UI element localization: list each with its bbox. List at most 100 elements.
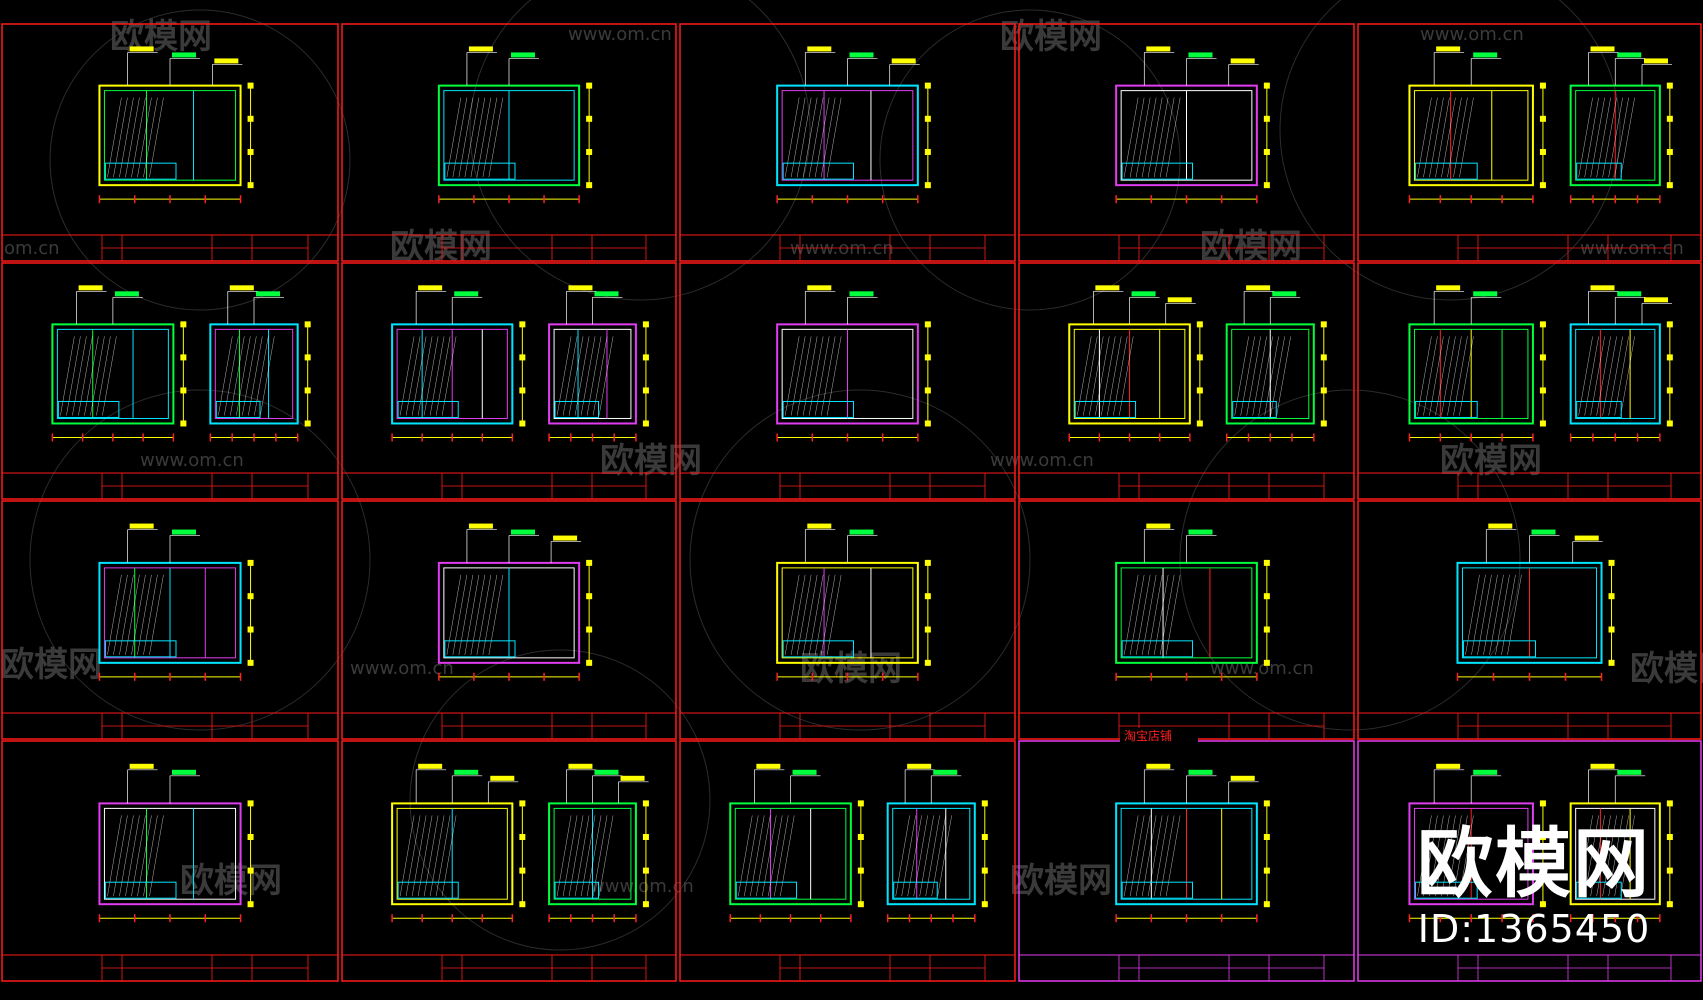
sheet-frame [1018,23,1355,262]
hatch-line [762,815,777,897]
brand-logo: 欧模网 [1417,819,1651,908]
hatch-line [1276,336,1291,416]
sheet-frame [341,23,677,262]
dimension-marker [642,354,649,361]
hatch-line [417,815,433,897]
dimension-marker [1263,626,1270,633]
hatch-line [1447,336,1462,416]
dimension-marker [1263,901,1270,908]
hatch-line [1129,97,1145,178]
annotation-label-bar [78,285,103,291]
elevation-view [437,523,593,681]
hatch-line [482,574,498,655]
dimension-marker [857,800,864,807]
sheet-frame [1,500,339,740]
sheet-frame [341,740,677,982]
hatch-line [784,574,800,655]
hatch-line [446,97,462,178]
sheet [1,500,339,740]
hatch-line [1608,97,1623,178]
dimension-marker [981,800,988,807]
hatch-line [113,815,128,897]
elevation-view [1569,46,1673,204]
annotation-label-bar [807,523,832,529]
sheet-frame [1357,23,1702,262]
sheet-frame [679,23,1016,262]
hatch-line [598,815,614,897]
hatch-line [814,574,830,655]
elevation-view [1456,523,1615,681]
sheet [1,740,339,982]
watermark-brand: 欧模网 [1440,441,1542,481]
dimension-marker [1539,354,1546,361]
annotation-label-bar [756,763,781,769]
elevation-inner [781,90,914,181]
annotation-label-bar [490,775,515,781]
hatch-line [1596,97,1611,178]
dimension-marker [1666,420,1673,427]
cabinet [104,640,177,658]
cabinet [1232,400,1277,418]
dimension-marker [247,182,254,189]
dimension-marker [1666,182,1673,189]
hatch-line [90,336,105,416]
hatch-line [1159,97,1175,178]
sheet [341,23,677,262]
dimension-marker [981,867,988,874]
hatch-line [1252,336,1267,416]
dimension-marker [857,867,864,874]
dimension-marker [519,901,526,908]
elevation-inner [1120,567,1253,659]
hatch-line [435,815,451,897]
hatch-line [102,336,117,416]
annotation-label-bar [553,535,578,541]
dimension-marker [1539,834,1546,840]
hatch-line [1435,336,1450,416]
hatch-line [470,97,486,178]
hatch-line [802,97,818,178]
dimension-marker [180,354,187,361]
dimension-marker [1263,834,1270,840]
hatch-line [1095,336,1110,416]
dimension-marker [1263,182,1270,189]
dimension-marker [586,659,593,666]
hatch-line [556,815,572,897]
hatch-line [1129,815,1145,897]
annotation-label-bar [1272,291,1297,297]
annotation-label-bar [1436,46,1461,52]
sheet [1,23,339,262]
sheet-frame [1,262,339,500]
hatch-line [224,336,239,416]
hatch-line [744,815,759,897]
elevation-view [98,46,254,204]
hatch-line [131,815,146,897]
annotation-label-bar [620,775,645,781]
dimension-marker [247,593,254,600]
hatch-line [1441,97,1456,178]
hatch-line [907,815,922,897]
cabinet [444,162,516,180]
hatch-line [446,574,462,655]
hatch-line [1501,574,1516,655]
annotation-label-bar [172,529,196,535]
elevation-view [1068,285,1203,442]
hatch-line [750,815,765,897]
sheet-frame [1357,500,1702,740]
elevation-inner [553,328,632,419]
hatch-line [429,336,445,416]
hatch-line [1447,815,1462,897]
dimension-marker [1539,82,1546,89]
annotation-label-bar [172,52,196,58]
hatch-line [1578,815,1593,897]
annotation-label-bar [1131,291,1156,297]
watermark-url-short: om.cn [4,238,60,259]
annotation-label-bar [1617,291,1642,297]
hatch-line [1453,336,1468,416]
hatch-line [1578,336,1593,416]
hatch-line [1234,336,1249,416]
hatch-line [901,815,916,897]
hatch-line [1590,97,1605,178]
dimension-marker [1666,354,1673,361]
hatch-line [119,815,134,897]
dimension-marker [304,420,311,427]
